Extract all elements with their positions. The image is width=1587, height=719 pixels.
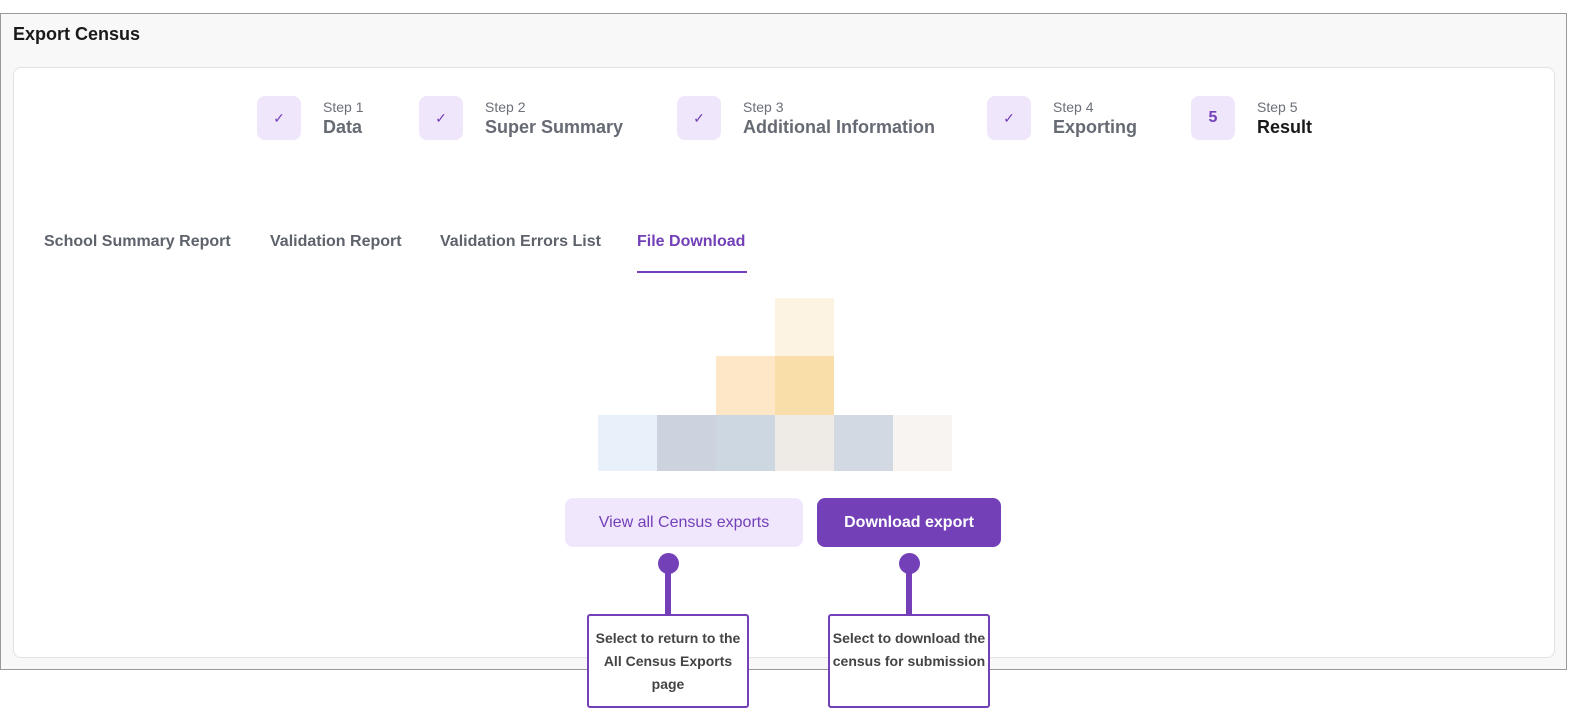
export-census-window: Export Census — [0, 13, 1567, 670]
step-name: Additional Information — [743, 116, 935, 137]
step-name: Super Summary — [485, 116, 624, 137]
tab-validation-errors-list[interactable]: Validation Errors List — [440, 233, 601, 250]
callout-line — [906, 563, 912, 615]
step-label: Step 1 — [323, 98, 364, 115]
step-name: Data — [323, 116, 363, 137]
step-number: 5 — [1191, 96, 1235, 140]
tab-file-download[interactable]: File Download — [637, 233, 746, 250]
check-icon: ✓ — [677, 96, 721, 140]
illustration-block — [598, 415, 657, 471]
step-label: Step 4 — [1053, 98, 1094, 115]
callout-download: Select to download the census for submis… — [828, 614, 990, 708]
illustration-block — [716, 415, 775, 471]
callout-view-all: Select to return to the All Census Expor… — [587, 614, 749, 708]
illustration-block — [893, 415, 952, 471]
illustration-block — [716, 356, 775, 415]
view-all-census-exports-button[interactable]: View all Census exports — [565, 498, 803, 547]
illustration-block — [775, 415, 834, 471]
check-icon: ✓ — [257, 96, 301, 140]
illustration-block — [775, 356, 834, 415]
illustration-block — [834, 415, 893, 471]
step-label: Step 5 — [1257, 98, 1298, 115]
step-name: Exporting — [1053, 116, 1137, 137]
illustration-block — [775, 298, 834, 356]
callout-line — [665, 563, 671, 615]
active-tab-indicator — [637, 271, 747, 273]
tab-validation-report[interactable]: Validation Report — [270, 233, 402, 250]
page-title: Export Census — [13, 24, 141, 44]
step-label: Step 2 — [485, 98, 526, 115]
illustration-block — [657, 415, 716, 471]
tab-school-summary-report[interactable]: School Summary Report — [44, 233, 231, 250]
step-label: Step 3 — [743, 98, 784, 115]
check-icon: ✓ — [419, 96, 463, 140]
step-name: Result — [1257, 116, 1313, 137]
check-icon: ✓ — [987, 96, 1031, 140]
download-export-button[interactable]: Download export — [817, 498, 1001, 547]
